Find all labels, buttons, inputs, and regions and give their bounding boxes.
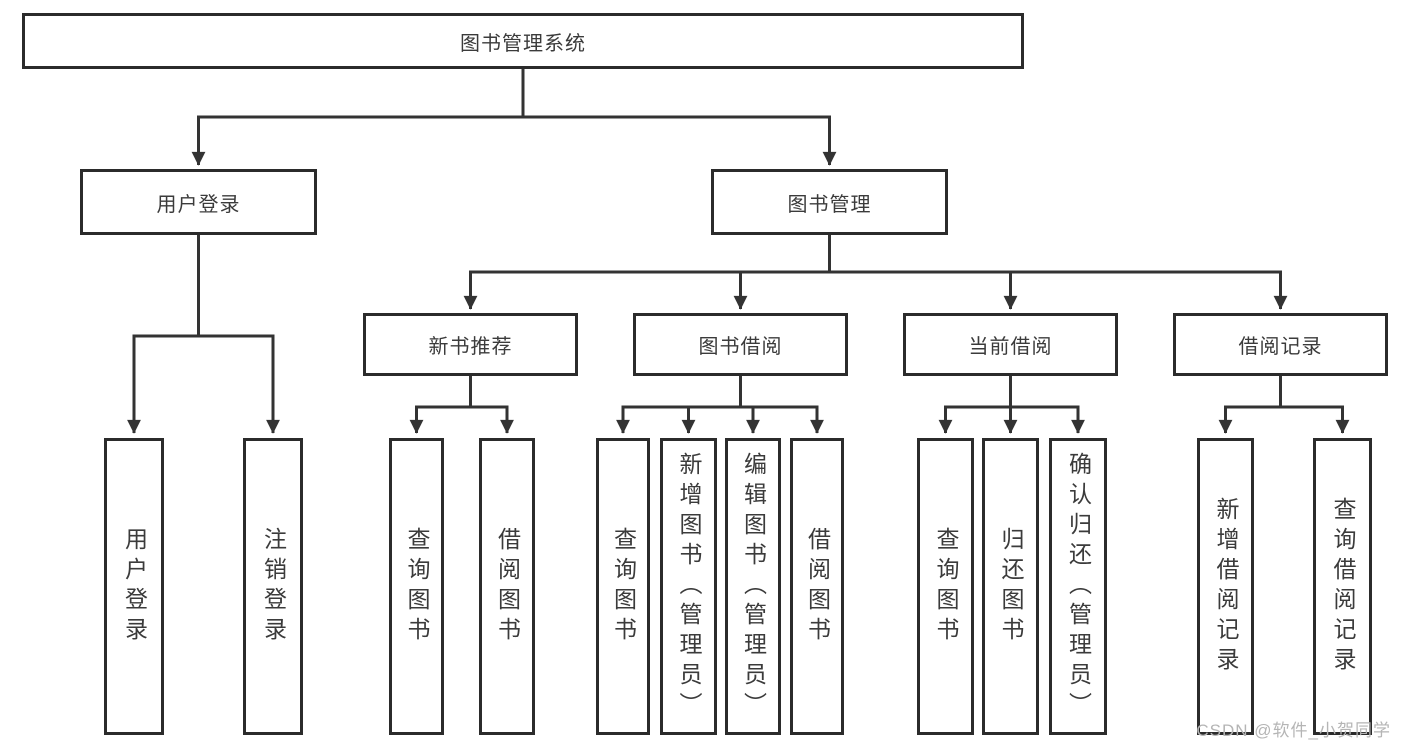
node-label: 图书管理 [787,193,872,216]
connector-borrow-records-branch [1218,376,1350,434]
node-label: 新书推荐 [428,336,513,358]
connector-root-branch [191,69,837,166]
node-label: 用户登录 [121,526,148,647]
node-label: 注销登录 [260,526,287,647]
leaf-logout: 注销登录 [243,438,303,735]
node-label: 查询借阅记录 [1330,496,1356,677]
leaf-add-borrow-record: 新增借阅记录 [1197,438,1254,735]
node-current-borrow: 当前借阅 [903,313,1118,376]
node-book-management: 图书管理 [711,169,948,235]
leaf-confirm-return-admin: 确认归还（管理员） [1049,438,1107,735]
node-label: 确认归还（管理员） [1065,451,1092,722]
leaf-user-login: 用户登录 [104,438,164,735]
leaf-borrow-books-recommend: 借阅图书 [479,438,535,735]
leaf-query-books-recommend: 查询图书 [389,438,444,735]
leaf-query-books-borrow: 查询图书 [596,438,650,735]
node-label: 归还图书 [998,526,1024,647]
leaf-query-books-current: 查询图书 [917,438,974,735]
node-label: 新增图书（管理员） [676,451,702,722]
leaf-add-books-admin: 新增图书（管理员） [660,438,717,735]
connector-current-borrow-branch [938,376,1085,434]
leaf-edit-books-admin: 编辑图书（管理员） [725,438,781,735]
node-label: 用户登录 [156,193,241,216]
csdn-watermark: CSDN @软件_小贺同学 [1196,721,1391,740]
node-label: 查询图书 [404,526,430,647]
connector-book-management-branch [463,235,1288,310]
node-label: 查询图书 [933,526,959,647]
connector-user-login-branch [127,235,280,434]
node-label: 编辑图书（管理员） [740,451,767,722]
node-label: 新增借阅记录 [1213,496,1239,677]
node-book-borrow: 图书借阅 [633,313,848,376]
leaf-borrow-books-borrow: 借阅图书 [790,438,844,735]
node-label: 借阅图书 [494,526,521,647]
node-label: 图书借阅 [698,336,783,358]
node-user-login: 用户登录 [80,169,317,235]
node-label: 图书管理系统 [460,32,586,55]
node-library-management-system: 图书管理系统 [22,13,1024,69]
node-label: 查询图书 [610,526,637,647]
connector-new-book-recommend-branch [409,376,514,434]
node-new-book-recommend: 新书推荐 [363,313,578,376]
node-label: 借阅记录 [1238,336,1323,358]
node-borrow-records: 借阅记录 [1173,313,1388,376]
node-label: 当前借阅 [968,336,1053,358]
node-label: 借阅图书 [804,526,831,647]
connector-book-borrow-branch [616,376,824,434]
leaf-query-borrow-record: 查询借阅记录 [1313,438,1372,735]
leaf-return-books: 归还图书 [982,438,1039,735]
